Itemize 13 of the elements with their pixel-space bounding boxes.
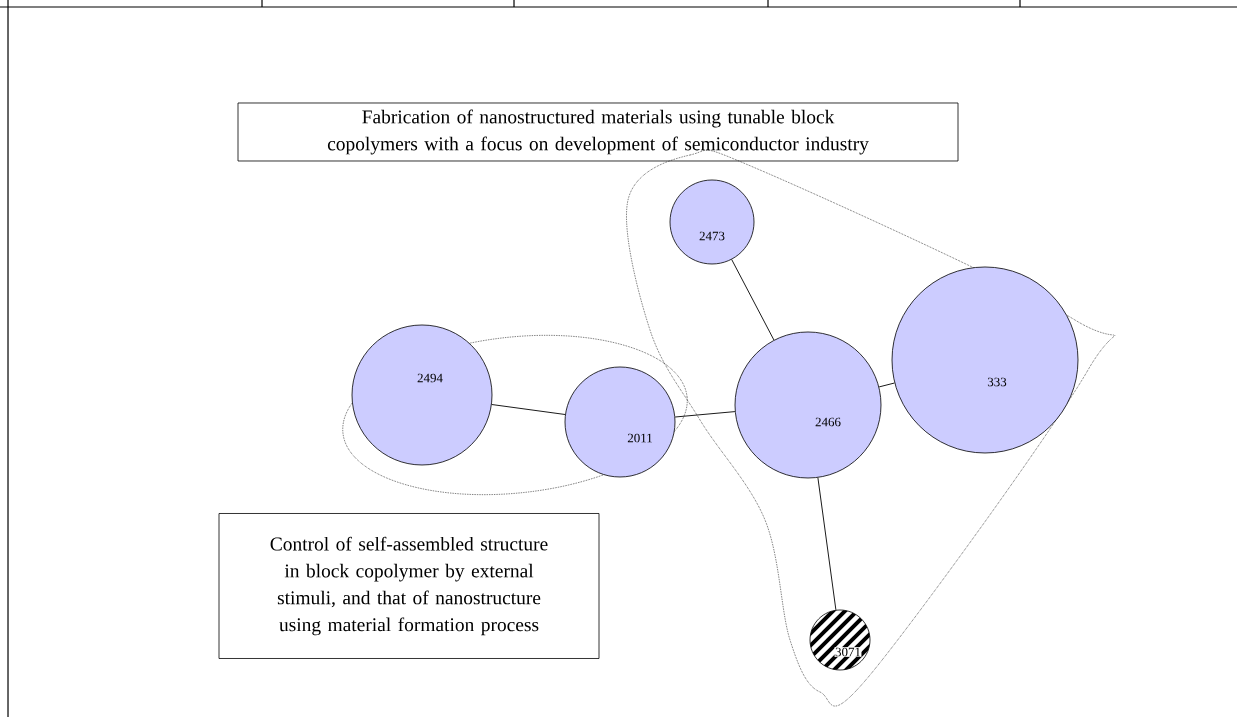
connector-line	[878, 382, 895, 388]
connector-line	[491, 404, 566, 415]
bubble: 2494	[351, 324, 493, 466]
hatched-bubble: 3071	[809, 609, 871, 671]
bubble: 2011	[564, 366, 676, 478]
connector-line	[817, 477, 837, 611]
bubble: 2473	[669, 179, 755, 265]
bubble: 2466	[734, 331, 882, 479]
text-box: Control of self-assembled structure in block copolymer by external stimuli, and that of nanostructure using material formation process	[218, 513, 600, 659]
text-box: Fabrication of nanostructured materials using tunable block copolymers with a focus on development of semiconductor industry	[237, 102, 959, 162]
connector-line	[674, 411, 736, 418]
bubble: 333	[891, 266, 1079, 454]
connector-line	[731, 259, 775, 341]
